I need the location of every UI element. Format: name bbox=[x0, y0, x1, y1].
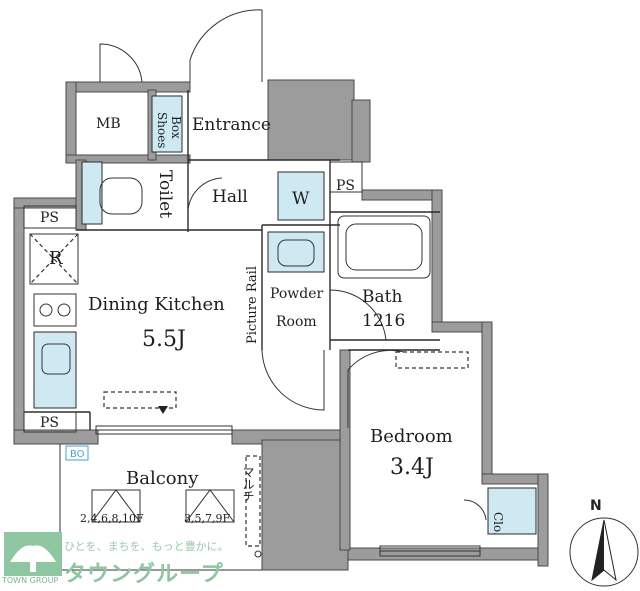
door-powder bbox=[261, 349, 325, 411]
sink-bowl bbox=[277, 239, 315, 267]
kitchen-counter bbox=[33, 331, 77, 409]
label-hatch-right: 3,5,7,9F bbox=[184, 512, 230, 525]
powder-sink bbox=[267, 231, 325, 273]
label-mb: MB bbox=[96, 116, 121, 132]
label-dining-kitchen: Dining Kitchen bbox=[88, 294, 225, 315]
wall-bedroom-left bbox=[339, 349, 351, 551]
burner-right bbox=[57, 303, 71, 317]
label-box: Box bbox=[169, 116, 183, 139]
label-north: N bbox=[590, 498, 602, 514]
logo-name: タウングループ bbox=[64, 562, 224, 587]
label-dining-kitchen-size: 5.5J bbox=[142, 327, 186, 352]
label-hall: Hall bbox=[212, 187, 248, 207]
door-entrance bbox=[189, 9, 263, 82]
compass bbox=[569, 517, 639, 587]
label-room: Room bbox=[276, 314, 317, 330]
wall-right-step1 bbox=[361, 189, 439, 201]
wall-right-step3 bbox=[431, 321, 491, 333]
logo-tagline: ひとを、まちを、もっと豊かに。 bbox=[64, 540, 229, 553]
bathtub-inner bbox=[345, 223, 423, 271]
bedroom-dashed bbox=[395, 351, 469, 369]
shoes-box bbox=[151, 95, 183, 153]
label-ps-right: PS bbox=[336, 178, 355, 194]
closet-box bbox=[487, 487, 537, 535]
wall-left-outer bbox=[13, 197, 25, 445]
fridge-space bbox=[29, 233, 79, 285]
label-bath-size: 1216 bbox=[362, 311, 405, 331]
wall-left-mb bbox=[65, 81, 77, 163]
label-refrigerator: R bbox=[49, 248, 63, 269]
wall-right-step2 bbox=[431, 189, 443, 331]
balcony-drain bbox=[254, 550, 262, 558]
label-balcony-tag: BO bbox=[70, 449, 85, 460]
label-multi: マルチ bbox=[241, 466, 255, 502]
kitchen-sink bbox=[41, 343, 71, 375]
wall-right-step6 bbox=[537, 473, 549, 567]
fixtures bbox=[29, 95, 537, 558]
label-picture-rail: Picture Rail bbox=[245, 266, 260, 344]
compass-arrow-fill bbox=[592, 520, 604, 580]
logo-mark-icon bbox=[4, 532, 62, 576]
company-logo: ひとを、まちを、もっと豊かに。 タウングループ TOWN GROUP bbox=[0, 530, 260, 590]
wall-mb-bottom bbox=[65, 154, 191, 164]
logo-caption: TOWN GROUP bbox=[2, 576, 59, 585]
bo-tag bbox=[65, 445, 89, 461]
stove bbox=[33, 293, 77, 327]
toilet-bowl bbox=[99, 177, 143, 215]
range-hood-dashed bbox=[103, 391, 177, 409]
door-hall bbox=[187, 177, 223, 211]
wall-right-step5 bbox=[481, 473, 543, 485]
label-balcony: Balcony bbox=[126, 468, 199, 489]
wall-stair-block bbox=[267, 79, 355, 161]
wall-top-mb bbox=[65, 81, 191, 93]
labels: MB Shoes Box Entrance Toilet Hall W PS P… bbox=[40, 112, 602, 536]
wall-dk-bottom-left bbox=[13, 429, 99, 445]
label-shoes: Shoes bbox=[155, 112, 169, 148]
burner-left bbox=[39, 303, 53, 317]
label-entrance: Entrance bbox=[192, 115, 271, 135]
door-mb bbox=[99, 43, 143, 83]
label-bedroom-size: 3.4J bbox=[390, 455, 434, 480]
bathtub bbox=[337, 215, 431, 279]
label-closet: Clo. bbox=[491, 512, 505, 536]
label-bath: Bath bbox=[362, 287, 402, 307]
label-hatch-left: 2,4,6,8,10F bbox=[80, 512, 144, 525]
wall-balcony-right bbox=[261, 439, 349, 571]
door-bath bbox=[329, 289, 387, 341]
door-bedroom bbox=[347, 349, 405, 428]
wall-bedroom-bottom bbox=[347, 547, 539, 561]
compass-ring bbox=[569, 517, 639, 587]
toilet-sink bbox=[81, 161, 103, 225]
door-closet bbox=[463, 499, 487, 521]
label-ps-left-top: PS bbox=[40, 210, 59, 226]
washer-pan bbox=[277, 171, 325, 221]
wall-right-step4 bbox=[481, 321, 493, 483]
doors bbox=[99, 9, 487, 521]
label-washer: W bbox=[292, 189, 310, 209]
multi-box bbox=[245, 455, 261, 547]
label-ps-left-bottom: PS bbox=[40, 415, 59, 431]
label-toilet: Toilet bbox=[155, 170, 175, 218]
label-bedroom: Bedroom bbox=[370, 426, 453, 447]
wall-right-upper bbox=[351, 99, 371, 163]
label-powder: Powder bbox=[270, 286, 324, 302]
dk-marker bbox=[158, 406, 168, 414]
